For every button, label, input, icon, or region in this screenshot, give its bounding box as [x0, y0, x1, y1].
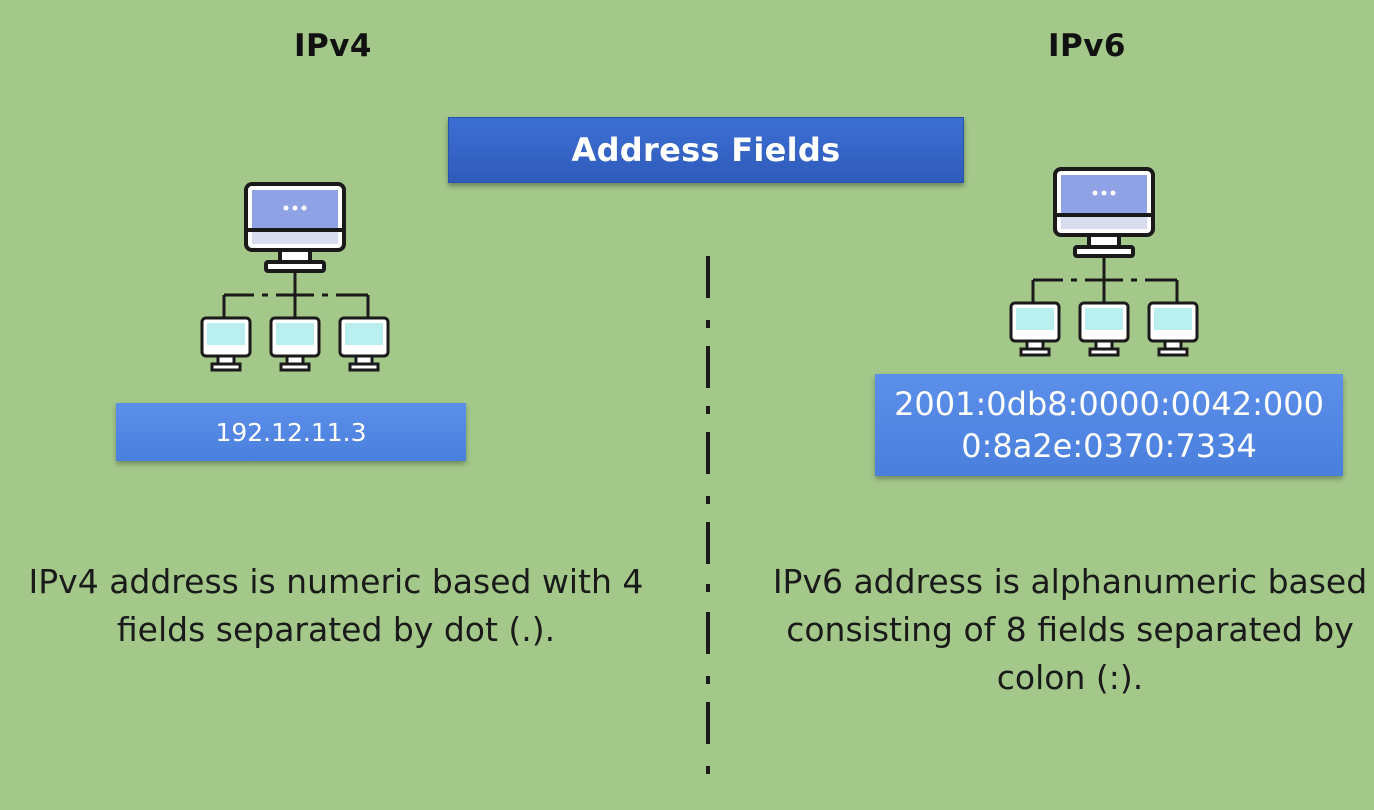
client-1: [1009, 301, 1061, 357]
address-fields-banner: Address Fields: [448, 117, 964, 183]
ipv6-description: IPv6 address is alphanumeric based consi…: [772, 562, 1368, 697]
main-monitor: [1053, 167, 1155, 258]
client-2: [1078, 301, 1130, 357]
main-monitor: [244, 182, 346, 273]
network-lines: [1031, 256, 1179, 303]
ipv4-address-text: 192.12.11.3: [215, 417, 367, 447]
network-lines: [222, 271, 370, 318]
client-3: [338, 316, 390, 372]
client-2: [269, 316, 321, 372]
dash-dot-divider: [706, 256, 710, 774]
monitor-dots: [283, 205, 307, 211]
ipv4-description: IPv4 address is numeric based with 4 fie…: [28, 562, 644, 649]
ipv6-heading: IPv6: [1047, 28, 1127, 64]
network-computers-icon: [200, 182, 390, 372]
client-3: [1147, 301, 1199, 357]
network-computers-icon: [1009, 167, 1199, 357]
ipv4-address-box: 192.12.11.3: [116, 403, 466, 461]
ipv4-heading: IPv4: [293, 28, 373, 64]
client-1: [200, 316, 252, 372]
monitor-dots: [1092, 190, 1116, 196]
ipv6-address-text: 2001:0db8:0000:0042:0000:8a2e:0370:7334: [894, 385, 1324, 465]
ipv6-address-box: 2001:0db8:0000:0042:0000:8a2e:0370:7334: [875, 374, 1343, 476]
